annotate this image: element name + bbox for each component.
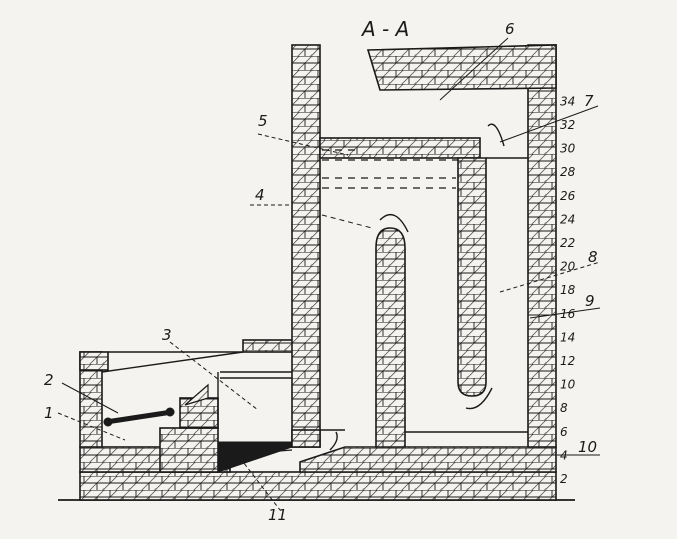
- course-number: 22: [560, 236, 575, 250]
- foundation: [79, 471, 557, 501]
- callouts: 1 2 3 4 5 6 7 8 9 10 11: [44, 20, 598, 524]
- ash-pit-block: [159, 427, 219, 473]
- course-number: 32: [560, 118, 575, 132]
- callout-6: 6: [505, 20, 515, 38]
- course-number: 24: [560, 212, 575, 226]
- arrow-over-partition: [379, 213, 409, 233]
- grate-hinge-left: [103, 417, 113, 427]
- course-number: 6: [560, 425, 568, 439]
- callout-1: 1: [44, 404, 54, 422]
- callout-7: 7: [584, 92, 594, 110]
- arrow-top-right: [487, 123, 505, 147]
- firebox-details: [103, 383, 293, 473]
- leader-lines: [57, 37, 601, 511]
- course-number: 8: [560, 401, 568, 415]
- course-number: 2: [560, 472, 568, 486]
- callout-4: 4: [255, 186, 265, 204]
- course-number: 26: [560, 189, 576, 203]
- course-number: 16: [560, 307, 576, 321]
- callout-10: 10: [578, 438, 597, 456]
- door-frame: [184, 383, 209, 406]
- grate-hinge-right: [165, 407, 175, 417]
- section-title: А - А: [360, 17, 409, 41]
- course-number: 14: [560, 330, 575, 344]
- course-number: 10: [560, 378, 576, 392]
- wall-foot: [291, 429, 321, 448]
- callout-11: 11: [268, 506, 287, 524]
- flow-arrows: [329, 123, 505, 451]
- course-number: 34: [560, 94, 575, 108]
- hanging-partition: [457, 157, 487, 397]
- hood-ceiling: [319, 137, 481, 159]
- callout-8: 8: [588, 248, 598, 266]
- outer-right-wall: [527, 44, 557, 448]
- course-number: 20: [560, 260, 576, 274]
- course-number: 4: [560, 448, 568, 462]
- firebox-rear-block: [179, 397, 219, 429]
- top-slab: [366, 44, 557, 91]
- arrow-lift: [329, 431, 338, 451]
- callout-2: 2: [44, 371, 54, 389]
- masonry: [79, 44, 557, 501]
- firebox-top-lip: [79, 351, 109, 371]
- riser-left-wall: [291, 44, 321, 448]
- callout-9: 9: [585, 292, 595, 310]
- central-partition: [375, 227, 406, 448]
- callout-3: 3: [162, 326, 172, 344]
- callout-5: 5: [258, 112, 268, 130]
- course-number: 28: [560, 165, 576, 179]
- ash-pit-cavity: [217, 441, 293, 473]
- course-number: 12: [560, 354, 575, 368]
- course-number: 18: [560, 283, 576, 297]
- passage-floor: [299, 446, 557, 473]
- firebox-top-step: [242, 339, 294, 353]
- course-number: 30: [560, 142, 576, 156]
- void-outlines: [101, 157, 528, 433]
- arrow-down-right: [465, 387, 493, 410]
- grate-bar: [103, 409, 175, 425]
